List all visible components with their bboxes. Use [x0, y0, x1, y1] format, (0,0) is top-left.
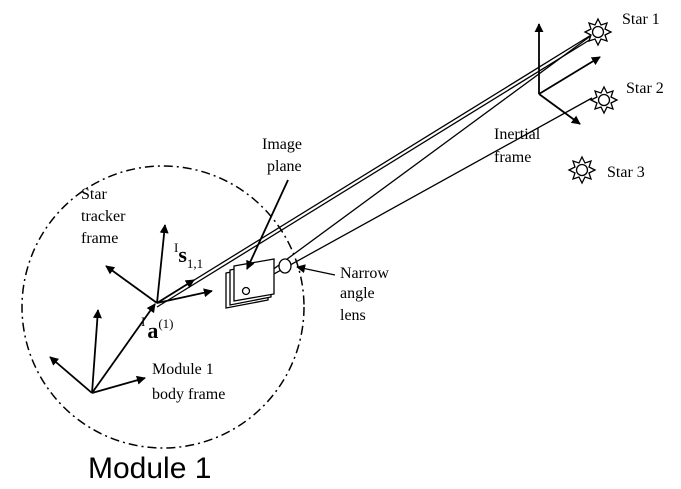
- star-tracker-frame-axes: [105, 224, 213, 304]
- image-plane-sensor: [225, 258, 275, 309]
- inertial-frame-label-line1: Inertial: [494, 126, 541, 143]
- star-tracker-frame-label-line3: frame: [81, 230, 118, 247]
- body-frame-label-line1: Module 1: [152, 361, 214, 378]
- narrow-angle-lens: [278, 258, 292, 274]
- star-2-label: Star 2: [626, 80, 664, 97]
- lens-label-line2: angle: [340, 285, 375, 302]
- image-plane-label-line1: Image: [262, 136, 302, 153]
- vector-a-label: Ia(1): [141, 314, 174, 343]
- star-tracker-frame-label-line1: Star: [81, 186, 107, 203]
- body-frame-label-line2: body frame: [152, 386, 225, 403]
- vector-s-label: Is1,1: [174, 240, 203, 271]
- line-of-sight-lines: [156, 31, 597, 308]
- star-tracker-frame-label-line2: tracker: [81, 208, 126, 225]
- body-frame-axes: [49, 303, 156, 394]
- module-boundary: [21, 165, 305, 449]
- lens-label-line1: Narrow: [340, 265, 389, 282]
- inertial-frame-axes: [534, 23, 601, 125]
- star-1-label: Star 1: [622, 11, 660, 28]
- star-1-icon: [584, 18, 612, 46]
- image-plane-pointer: [246, 179, 289, 270]
- module-title: Module 1: [88, 452, 211, 485]
- image-plane-label-line2: plane: [267, 158, 302, 175]
- star-3-icon: [568, 156, 596, 184]
- lens-label-line3: lens: [340, 307, 366, 324]
- inertial-frame-label-line2: frame: [494, 149, 531, 166]
- star-3-label: Star 3: [607, 164, 645, 181]
- lens-pointer: [296, 264, 336, 276]
- star-2-icon: [590, 86, 618, 114]
